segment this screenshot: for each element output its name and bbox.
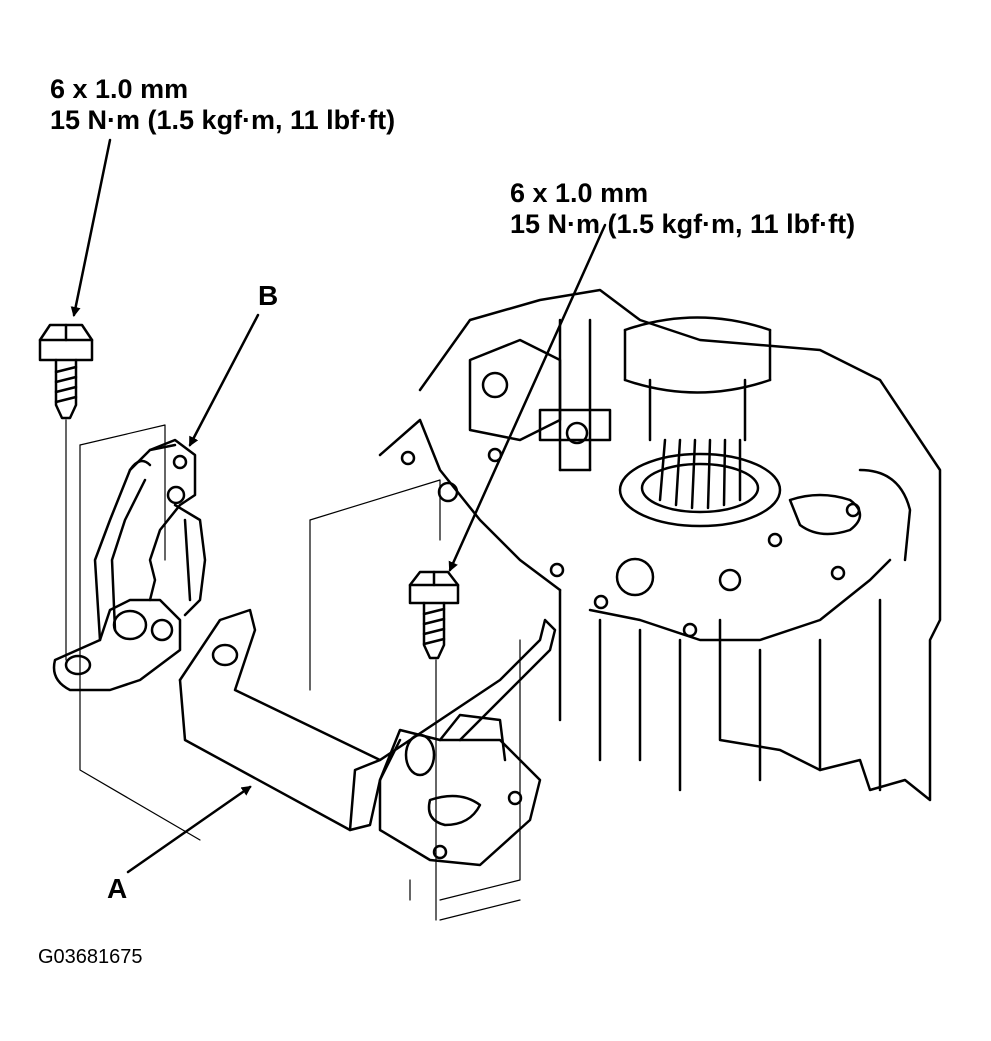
callout-right-size: 6 x 1.0 mm xyxy=(510,178,649,208)
callout-leaders xyxy=(70,138,607,874)
callout-left-torque: 15 N·m (1.5 kgf·m, 11 lbf·ft) xyxy=(50,105,396,135)
callout-left-torque-spec: 6 x 1.0 mm 15 N·m (1.5 kgf·m, 11 lbf·ft) xyxy=(50,74,395,136)
left-bolt xyxy=(38,323,94,420)
label-b: B xyxy=(258,280,279,311)
callout-right-torque-spec: 6 x 1.0 mm 15 N·m (1.5 kgf·m, 11 lbf·ft) xyxy=(510,178,855,240)
transmission-housing xyxy=(378,288,942,802)
right-bolt xyxy=(408,570,460,660)
callout-right-torque: 15 N·m (1.5 kgf·m, 11 lbf·ft) xyxy=(510,209,856,239)
part-a-bracket xyxy=(178,608,557,867)
label-a: A xyxy=(107,873,128,904)
part-b-bracket xyxy=(52,438,207,692)
callout-left-size: 6 x 1.0 mm xyxy=(50,74,189,104)
figure-id: G03681675 xyxy=(38,946,143,968)
guide-lines xyxy=(79,424,521,921)
